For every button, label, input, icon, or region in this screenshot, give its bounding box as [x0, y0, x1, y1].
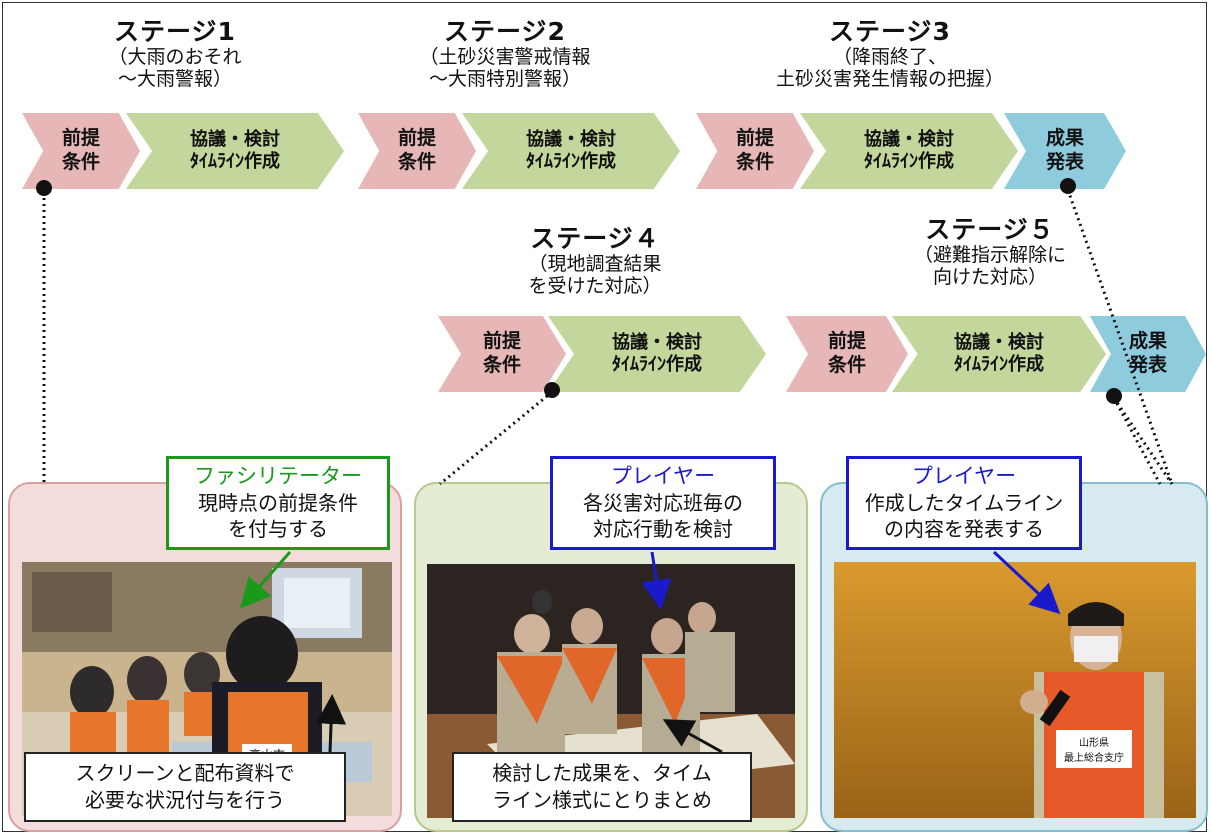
stage-4-sub1: （現地調査結果: [528, 252, 662, 275]
connector-stage5-result: [1112, 397, 1174, 485]
player-discuss-note-line2: ライン様式にとりまとめ: [492, 788, 712, 812]
stage-1-title: ステージ1 （大雨のおそれ ～大雨警報）: [60, 17, 290, 90]
arrow-facilitator: [240, 551, 292, 609]
stage-4-heading: ステージ４: [530, 224, 660, 253]
stage-3-sub1: （降雨終了、: [832, 45, 947, 68]
stage-4-title: ステージ４ （現地調査結果 を受けた対応）: [490, 224, 700, 297]
stage-2-sub2: ～大雨特別警報）: [428, 67, 581, 90]
result-label-1: 成果: [1128, 330, 1167, 353]
result-label-2: 発表: [1128, 354, 1167, 376]
stage-3-sub2: 土砂災害発生情報の把握）: [775, 67, 1004, 90]
facilitator-note: スクリーンと配布資料で 必要な状況付与を行う: [24, 752, 346, 822]
dot-stage3-result: [1060, 178, 1076, 194]
stage-5-discuss-step: 協議・検討ﾀｲﾑﾗｲﾝ作成: [892, 316, 1106, 392]
facilitator-line1: 現時点の前提条件: [198, 491, 358, 516]
stage-1-sub1: （大雨のおそれ: [108, 45, 242, 68]
discuss-label-2: ﾀｲﾑﾗｲﾝ作成: [954, 354, 1044, 375]
arrow-player-present: [992, 550, 1061, 615]
premise-label-1: 前提: [735, 127, 774, 150]
stage-4-discuss-step: 協議・検討ﾀｲﾑﾗｲﾝ作成: [548, 316, 766, 392]
premise-label-2: 条件: [61, 151, 100, 173]
result-label-2: 発表: [1045, 151, 1084, 173]
premise-label-1: 前提: [61, 127, 100, 150]
premise-label-2: 条件: [827, 354, 866, 376]
stage-2-title: ステージ2 （土砂災害警戒情報 ～大雨特別警報）: [380, 17, 630, 90]
discuss-label-2: ﾀｲﾑﾗｲﾝ作成: [864, 151, 954, 172]
vest-text-right-1: 山形県: [1079, 737, 1109, 749]
premise-label-1: 前提: [827, 330, 866, 353]
connector-stage4: [439, 390, 553, 486]
facilitator-callout: ファシリテーター 現時点の前提条件 を付与する: [166, 456, 390, 550]
premise-label-1: 前提: [397, 127, 436, 150]
discuss-label-1: 協議・検討: [526, 128, 616, 150]
vest-text-right-2: 最上総合支庁: [1064, 751, 1124, 764]
facilitator-role: ファシリテーター: [194, 464, 362, 488]
premise-label-1: 前提: [482, 330, 521, 353]
player-discuss-note-line1: 検討した成果を、タイム: [492, 761, 712, 785]
stage-2-sub1: （土砂災害警戒情報: [419, 45, 591, 68]
discuss-label-2: ﾀｲﾑﾗｲﾝ作成: [612, 354, 702, 375]
stage-1-heading: ステージ1: [114, 17, 236, 46]
stage-3-discuss-step: 協議・検討ﾀｲﾑﾗｲﾝ作成: [800, 113, 1018, 189]
stage-5-heading: ステージ５: [925, 215, 1055, 244]
stage-5-sub2: 向けた対応）: [932, 265, 1047, 288]
player-present-line2: の内容を発表する: [884, 517, 1044, 542]
stage-5-title: ステージ５ （避難指示解除に 向けた対応）: [880, 215, 1100, 288]
player-present-callout: プレイヤー 作成したタイムライン の内容を発表する: [846, 456, 1082, 550]
facilitator-note-line1: スクリーンと配布資料で: [75, 761, 295, 785]
facilitator-note-line2: 必要な状況付与を行う: [85, 788, 285, 812]
stage-3-title: ステージ3 （降雨終了、 土砂災害発生情報の把握）: [740, 17, 1040, 90]
stage-3-heading: ステージ3: [829, 17, 951, 46]
connector-stage5-result-2: [1112, 397, 1162, 485]
presentation-photo: 山形県 最上総合支庁: [834, 562, 1196, 818]
premise-label-2: 条件: [482, 354, 521, 376]
stage-5-sub1: （避難指示解除に: [913, 243, 1066, 266]
facilitator-line2: を付与する: [228, 517, 328, 542]
player-discuss-line1: 各災害対応班毎の: [583, 491, 743, 516]
stage-1-sub2: ～大雨警報）: [117, 67, 232, 90]
discuss-label-2: ﾀｲﾑﾗｲﾝ作成: [526, 151, 616, 172]
result-label-1: 成果: [1045, 127, 1084, 150]
dot-stage1-premise: [36, 180, 52, 196]
player-discuss-callout: プレイヤー 各災害対応班毎の 対応行動を検討: [550, 456, 776, 550]
stage-2-heading: ステージ2: [444, 17, 566, 46]
stage-1-discuss-step: 協議・検討ﾀｲﾑﾗｲﾝ作成: [126, 113, 344, 189]
connector-stage3-result: [1066, 189, 1174, 485]
arrow-discuss-note: [662, 719, 723, 754]
player-present-line1: 作成したタイムライン: [864, 491, 1064, 516]
player-discuss-role: プレイヤー: [610, 464, 716, 488]
discuss-label-1: 協議・検討: [954, 331, 1044, 353]
discuss-label-1: 協議・検討: [190, 128, 280, 150]
dot-stage5-result: [1106, 388, 1122, 404]
discuss-label-1: 協議・検討: [864, 128, 954, 150]
player-discuss-note: 検討した成果を、タイム ライン様式にとりまとめ: [452, 752, 752, 822]
player-discuss-line2: 対応行動を検討: [593, 517, 733, 542]
stage-2-discuss-step: 協議・検討ﾀｲﾑﾗｲﾝ作成: [462, 113, 680, 189]
discuss-label-2: ﾀｲﾑﾗｲﾝ作成: [190, 151, 280, 172]
premise-label-2: 条件: [397, 151, 436, 173]
dot-stage4-discuss: [544, 382, 560, 398]
player-present-role: プレイヤー: [911, 464, 1017, 488]
arrow-player-discuss: [641, 551, 672, 610]
premise-label-2: 条件: [735, 151, 774, 173]
arrow-facilitator-note: [316, 694, 347, 753]
stage-4-sub2: を受けた対応）: [528, 274, 662, 297]
discuss-label-1: 協議・検討: [612, 331, 702, 353]
